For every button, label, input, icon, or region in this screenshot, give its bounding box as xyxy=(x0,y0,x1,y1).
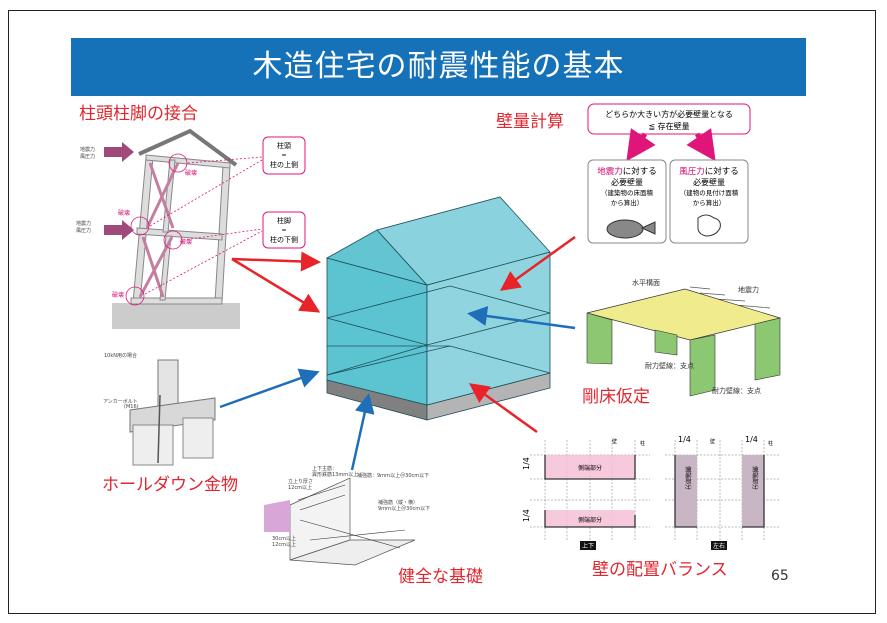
force-label: 風圧力 xyxy=(80,153,95,160)
wall-calc-label: 壁量計算 xyxy=(496,112,564,132)
side-part-label: 側端部分 xyxy=(578,464,602,472)
note: 補強筋（縦・横） xyxy=(378,499,418,506)
box-text: = xyxy=(281,152,286,159)
holdown-label: ホールダウン金物 xyxy=(102,475,238,495)
quarter-label: 1/4 xyxy=(522,457,531,470)
page-number: 65 xyxy=(771,568,789,584)
quarter-label: 1/4 xyxy=(745,435,758,444)
wind-box: 風圧力に対する 必要壁量 （建物の見付け面積 から算出） xyxy=(669,159,749,244)
damage-label: 破壊 xyxy=(118,209,130,217)
svg-text:風圧力に対する: 風圧力に対する xyxy=(679,166,739,177)
note: 異形鉄筋13mm以上 xyxy=(312,471,358,478)
note: 30cm以上 xyxy=(272,535,296,542)
rigid-floor-diagram: 水平構面 地震力 耐力壁線：支点 耐力壁線：支点 剛床仮定 xyxy=(582,278,782,407)
wind-icon xyxy=(697,214,721,237)
damage-label: 破壊 xyxy=(180,238,192,246)
box-text: 柱脚 xyxy=(277,216,291,225)
holdown-diagram: 10kN用の場合 アンカーボルト (M16) ホールダウン金物 xyxy=(102,352,238,495)
force-arrow-icon xyxy=(104,220,134,240)
wall-label: 壁 xyxy=(710,438,715,445)
requirement-text: どちらか大きい方が必要壁量となる xyxy=(605,109,733,119)
plane-label: 水平構面 xyxy=(632,278,660,287)
support-label: 耐力壁線：支点 xyxy=(712,386,761,395)
connector-arrows xyxy=(219,235,576,471)
requirement-text: ≦ 存在壁量 xyxy=(648,121,689,131)
ground xyxy=(112,303,240,329)
column-top-box: 柱頭 = 柱の上側 xyxy=(262,136,306,175)
requirement-box xyxy=(587,103,751,135)
joint-label: 柱頭柱脚の接合 xyxy=(79,104,198,124)
wall-label: 壁 xyxy=(612,438,617,445)
support-label: 耐力壁線：支点 xyxy=(645,361,694,370)
box-text: 柱の上側 xyxy=(270,160,298,169)
seismic-box: 地震力に対する 必要壁量 （建築物の床面積 から算出） xyxy=(587,159,667,244)
column-label: 柱 xyxy=(768,440,773,447)
seismic-text: 必要壁量 xyxy=(611,177,643,187)
note: 12cm以上 xyxy=(272,541,296,548)
foundation-label: 健全な基礎 xyxy=(398,567,483,587)
force-label: 地震力 xyxy=(738,285,759,294)
catfish-icon xyxy=(606,219,644,239)
box-text: = xyxy=(281,227,286,234)
side-part-label: 側端部分 xyxy=(751,466,759,490)
wind-text: （建物の見付け面積 xyxy=(680,188,739,197)
svg-text:地震力に対する: 地震力に対する xyxy=(597,166,657,177)
force-arrow-icon xyxy=(104,142,134,162)
anchor-label: (M16) xyxy=(124,404,139,410)
wind-text: から算出） xyxy=(693,198,726,207)
rigid-floor-label: 剛床仮定 xyxy=(582,387,650,407)
seismic-text: （建築物の床面積 xyxy=(601,188,654,197)
side-part-label: 側端部分 xyxy=(684,466,692,490)
force-label: 地震力 xyxy=(80,146,95,153)
slide-title: 木造住宅の耐震性能の基本 xyxy=(71,38,806,96)
box-text: 柱の下側 xyxy=(270,235,298,244)
damage-label: 破壊 xyxy=(185,169,197,177)
wall-balance-label: 壁の配置バランス xyxy=(592,560,728,580)
case-label: 10kN用の場合 xyxy=(104,352,137,359)
force-label: 風圧力 xyxy=(76,227,91,234)
quarter-label: 1/4 xyxy=(678,435,691,444)
note: 立上り厚さ xyxy=(288,478,313,485)
damage-label: 破壊 xyxy=(112,291,124,299)
wall-calc-diagram: 壁量計算 どちらか大きい方が必要壁量となる ≦ 存在壁量 地震力に対する 必要壁… xyxy=(496,103,751,244)
note: 補強筋：9ｍｍ以上＠30cm以下 xyxy=(357,472,429,479)
joint-diagram: 柱頭柱脚の接合 破壊 破壊 破壊 破壊 xyxy=(76,104,306,329)
tag-lr: 左右 xyxy=(713,542,725,550)
anchor-label: アンカーボルト xyxy=(103,398,138,405)
note: 9ｍｍ以上＠30cm以下 xyxy=(378,505,430,512)
wall-balance-diagram: 側端部分 側端部分 側端部分 側端部分 1/4 1/4 1/4 1/4 壁 壁 … xyxy=(522,435,780,580)
box-text: 柱頭 xyxy=(277,141,291,150)
quarter-label: 1/4 xyxy=(522,509,531,522)
column-bottom-box: 柱脚 = 柱の下側 xyxy=(262,211,306,249)
foundation-diagram: 上下主筋： 異形鉄筋13mm以上 補強筋：9ｍｍ以上＠30cm以下 立上り厚さ … xyxy=(264,465,483,587)
note: 上下主筋： xyxy=(312,465,337,472)
house-model xyxy=(325,196,551,421)
wind-text: 必要壁量 xyxy=(693,177,725,187)
column-label: 柱 xyxy=(640,440,645,447)
tag-ud: 上下 xyxy=(582,542,594,550)
slide-frame xyxy=(8,10,876,614)
note: 12cm以上 xyxy=(288,484,312,491)
side-part-label: 側端部分 xyxy=(578,516,602,524)
seismic-text: から算出） xyxy=(611,198,644,207)
force-label: 地震力 xyxy=(76,220,91,227)
